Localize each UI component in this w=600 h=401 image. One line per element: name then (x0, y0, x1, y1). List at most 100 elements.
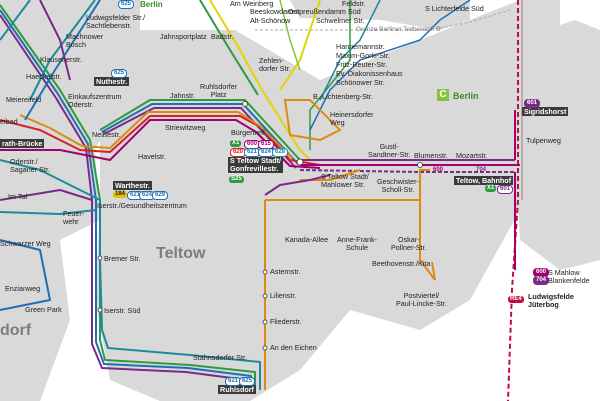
label-zehlendorfer: Zehlen- dorfer Str. (259, 56, 291, 73)
label-machnower-busch: Machnower Busch (66, 32, 104, 49)
label-beeskowdamm: Beeskowdamm (250, 7, 300, 16)
label-geschwister: Geschwister- Scholl-Str. (377, 177, 419, 194)
route-teal-ne (319, 0, 381, 101)
label-enzianweg: Enzianweg (5, 284, 41, 293)
stop-lilienstr (262, 293, 268, 299)
label-green-park: Green Park (25, 305, 62, 314)
label-oderstr: Oderstr./ Saganer Str. (10, 157, 50, 174)
stop-iserstr-sued (97, 307, 103, 313)
route-blue (0, 9, 299, 390)
badge-184: 184 (113, 191, 128, 198)
label-blankenfelde: Blankenfelde (548, 276, 590, 285)
label-alt-schoenow: Alt-Schönow (250, 16, 291, 25)
label-an-den-eichen: An den Eichen (270, 343, 317, 352)
label-havelstr: Havelstr. (138, 152, 166, 161)
label-rath-bruecke: rath-Brücke (0, 139, 45, 148)
route-teal (0, 159, 261, 390)
route-blue-ne (309, 0, 471, 131)
label-nuthestr: Nuthestr. (94, 77, 130, 86)
label-asternstr: Asternstr. (270, 267, 301, 276)
badge-704-right: 704 (533, 276, 550, 285)
tram-loop-north (283, 99, 342, 142)
area-berlin-north (290, 0, 470, 30)
label-diakonissenhaus: Ev. Diakonissenhaus (336, 69, 403, 78)
route-lime-ne (279, 0, 301, 71)
badge-628: 628 (272, 148, 289, 157)
label-hannemannstr: Hannemannstr. (336, 42, 385, 51)
berlin-boundary (255, 9, 511, 31)
label-feldstr: Feldstr. (342, 0, 366, 8)
stop-fliederstr (262, 319, 268, 325)
label-ludwigsfelder: Ludwigsfelder Str./ Sachtlebenstr. (86, 13, 146, 30)
badge-625-bottom: 625 (239, 377, 256, 386)
route-blue-west (0, 239, 51, 311)
stop-asternstr (262, 269, 268, 275)
route-green-north (199, 0, 259, 96)
label-sigridshorst: Sigridshorst (522, 107, 569, 116)
label-neissestr: Neißestr. (92, 130, 121, 139)
label-bremer-str: Bremer Str. (104, 254, 141, 263)
label-s-mahlow: S Mahlow (548, 268, 580, 277)
badge-s25-a: S25 (229, 176, 244, 183)
label-gustl: Gustl- Sandtner-Str. (368, 142, 411, 159)
label-maxim-gorki: Maxim-Gorki-Str. (336, 51, 390, 60)
stop-ruhlsdorfer-platz (242, 101, 248, 107)
stop-bremer-str (97, 255, 103, 261)
route-purple-west (0, 189, 93, 201)
label-blumenstr: Blumenstr. (414, 151, 448, 160)
label-warthestr: Warthestr. (113, 181, 152, 190)
badge-629: 629 (152, 191, 169, 200)
badge-601-sig: 601 (524, 99, 541, 108)
badge-x1-right: X1 (485, 185, 497, 192)
route-teal-west (0, 209, 97, 215)
label-buergertreff: Bürgertreff (231, 128, 265, 137)
stop-blumenstr (417, 162, 423, 168)
label-meiereifeld: Meiereifeld (6, 95, 42, 104)
label-fritz-reuter: Fritz-Reuter-Str. (336, 60, 388, 69)
label-schwarzer-weg: Schwarzer Weg (0, 239, 51, 248)
label-mozartstr: Mozartstr. (456, 151, 488, 160)
line-label-600: 600 (433, 167, 444, 173)
label-lilienstr: Lilienstr. (270, 291, 297, 300)
area-east (515, 20, 600, 270)
label-tulpenweg: Tulpenweg (526, 136, 561, 145)
label-iserstr: Iserstr./Gesundheitszentrum (97, 201, 187, 210)
label-iserstr-sued: Iserstr. Süd (104, 306, 141, 315)
route-green (0, 4, 301, 390)
zone-c-icon: C (437, 89, 449, 101)
label-teltow: Teltow (156, 245, 206, 262)
badge-625-top: 625 (118, 0, 135, 9)
label-berlin-top: Berlin (140, 0, 163, 9)
route-yellow (209, 0, 321, 161)
label-dorf: dorf (0, 322, 32, 339)
badge-601-right: 601 (497, 185, 514, 194)
label-stahnsdorfer: Stahnsdorfer Str. (193, 353, 247, 362)
label-jahnstr: Jahnstr. (170, 91, 196, 100)
label-striewitzweg: Striewitzweg (165, 123, 206, 132)
label-heinersdorfer: Heinersdorfer Weg (330, 110, 374, 127)
route-orange (19, 111, 293, 159)
label-boundary: Grenze Berliner Teilbereich B (356, 26, 441, 33)
label-ludwigsfelde-jueterbog: Ludwigsfelde Jüterbog (528, 292, 574, 309)
label-oskar-pollner: Oskar- Pollner-Str. (391, 235, 427, 252)
line-label-704: 704 (476, 167, 487, 173)
label-teltow-bahnhof: Teltow, Bahnhof (454, 176, 514, 185)
stop-s-teltow-stadt (296, 158, 304, 166)
route-teal-north (0, 0, 96, 101)
label-schwelmer: Schwelmer Str. (316, 16, 365, 25)
label-jahnsportplatz: Jahnsportplatz (160, 32, 207, 41)
label-eibad: eibad (0, 117, 18, 126)
badge-x1: X1 (230, 140, 242, 147)
route-blue-north (24, 0, 101, 121)
label-b-lichtenberg: B.-Lichtenberg-Str. (313, 92, 373, 101)
label-s-lichterfelde: S Lichterfelde Süd (425, 4, 484, 13)
route-magenta (0, 119, 321, 169)
route-purple-north (39, 0, 71, 81)
label-postiertel: Postviertel/ Paul-Lincke-Str. (396, 291, 447, 308)
label-fliederstr: Fliederstr. (270, 317, 302, 326)
line-purple-south (264, 174, 331, 196)
label-s-teltow-stadt: S Teltow Stadt/ Gonfrevillestr. (228, 156, 283, 173)
label-am-weinberg: Am Weinberg (230, 0, 274, 8)
